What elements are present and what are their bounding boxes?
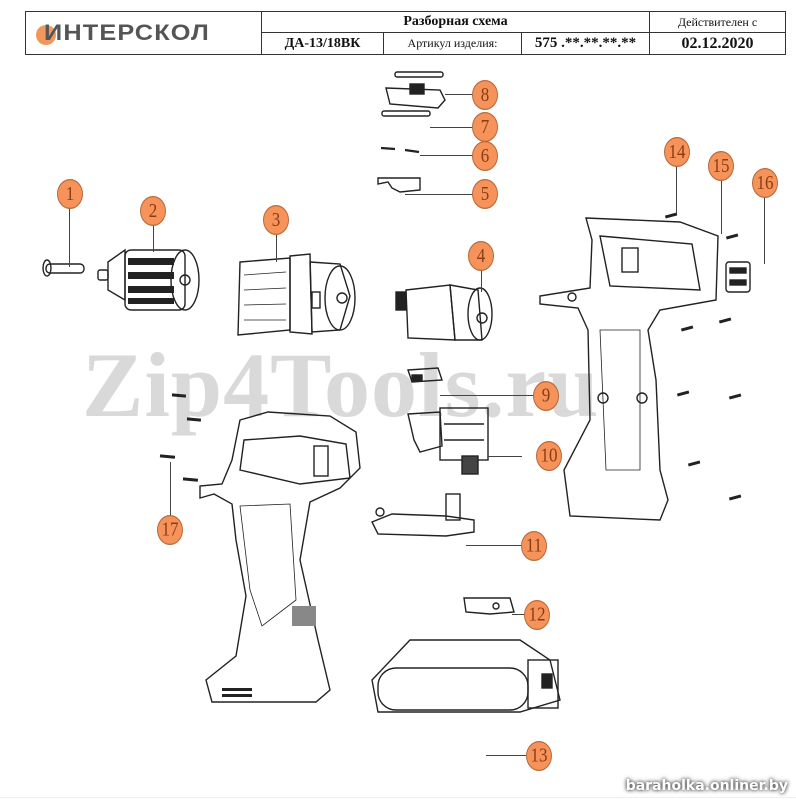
article-value: 575 .**.**.**.** <box>521 33 649 54</box>
model-name: ДА-13/18ВК <box>261 33 383 54</box>
callout-7: 7 <box>472 112 498 142</box>
leader-16 <box>764 194 765 264</box>
part-10-trigger-switch <box>407 407 489 475</box>
callout-16: 16 <box>752 168 778 198</box>
screws <box>159 212 742 501</box>
leader-3 <box>276 232 277 262</box>
title-block: ИНТЕРСКОЛ Разборная схема Действителен с… <box>25 11 786 55</box>
leader-15 <box>721 178 722 234</box>
brand-name: ИНТЕРСКОЛ <box>44 20 210 45</box>
callout-4: 4 <box>468 241 494 271</box>
footer-divider <box>0 797 796 798</box>
leader-1 <box>69 205 70 267</box>
part-4-motor <box>395 284 493 341</box>
part-8-direction-slider <box>381 71 446 117</box>
logo-mark-icon <box>36 25 56 45</box>
callout-6: 6 <box>472 141 498 171</box>
part-17-left-housing <box>199 411 361 703</box>
callout-3: 3 <box>263 205 289 235</box>
callout-2: 2 <box>140 196 166 226</box>
part-3-gearbox <box>237 253 356 336</box>
leader-4 <box>481 268 482 292</box>
leader-11 <box>466 545 522 546</box>
leader-7 <box>430 127 472 128</box>
part-13-battery-pack <box>371 639 561 713</box>
leader-10 <box>488 456 522 457</box>
leader-17 <box>170 462 171 518</box>
brand-logo: ИНТЕРСКОЛ <box>26 12 261 54</box>
part-12-battery-terminal <box>463 597 515 615</box>
callout-14: 14 <box>664 137 690 167</box>
leader-8 <box>445 94 473 95</box>
document-title: Разборная схема <box>261 12 649 33</box>
part-6-springs <box>380 146 420 154</box>
callout-5: 5 <box>472 179 498 209</box>
callout-17: 17 <box>157 515 183 545</box>
callout-1: 1 <box>57 179 83 209</box>
leader-5 <box>405 194 473 195</box>
callout-13: 13 <box>526 741 552 771</box>
part-16-badge <box>725 261 751 293</box>
part-11-terminal-base <box>371 493 475 537</box>
callout-9: 9 <box>533 381 559 411</box>
leader-14 <box>676 164 677 214</box>
part-5-switch-lever <box>377 177 421 193</box>
leader-6 <box>420 155 472 156</box>
leader-12 <box>512 614 526 615</box>
leader-13 <box>486 755 526 756</box>
watermark: Zip4Tools.ru <box>82 334 600 436</box>
valid-from-date: 02.12.2020 <box>649 33 785 54</box>
part-9-led-module <box>407 367 443 383</box>
callout-15: 15 <box>708 151 734 181</box>
valid-from-label: Действителен с <box>649 12 785 33</box>
callout-10: 10 <box>536 441 562 471</box>
leader-9 <box>440 395 534 396</box>
leader-2 <box>153 222 154 252</box>
source-watermark: baraholka.onliner.by <box>625 778 788 794</box>
callout-12: 12 <box>524 600 550 630</box>
callout-11: 11 <box>521 531 547 561</box>
callout-8: 8 <box>472 80 498 110</box>
part-15-right-housing <box>539 217 719 521</box>
article-label: Артикул изделия: <box>383 33 521 54</box>
part-2-chuck <box>97 248 200 311</box>
part-1-pin <box>42 259 85 277</box>
